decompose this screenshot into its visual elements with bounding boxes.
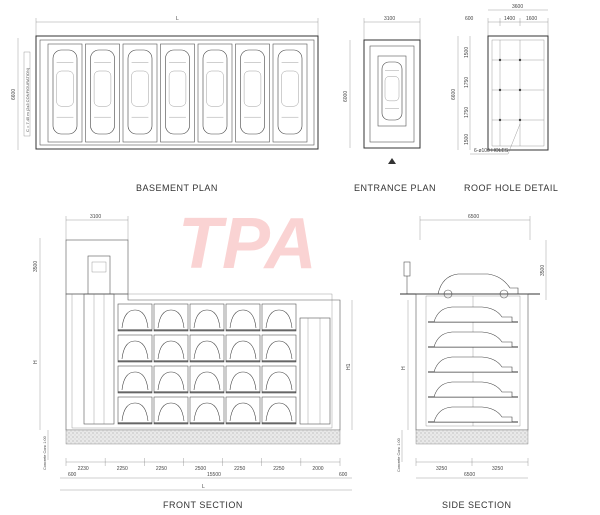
basement-bay — [122, 43, 158, 143]
roof-hole-note: 6-ø100 HOLES — [474, 148, 509, 154]
front-dim-bottom-label: Concrete Conc 1:00 — [43, 436, 47, 470]
side-car-level — [428, 306, 518, 323]
basement-side-note: C = 7.45 m (2x3 CONFIGURATION) — [25, 67, 30, 132]
rack-cell — [117, 365, 153, 394]
front-dim-right: H1 — [346, 363, 352, 370]
entrance-plan-title: ENTRANCE PLAN — [354, 183, 437, 193]
rack-cell — [225, 334, 261, 363]
roof-dim-side-3: 1750 — [464, 107, 470, 118]
rack-cell — [153, 303, 189, 332]
rack-cell — [225, 303, 261, 332]
roof-hole — [498, 88, 502, 92]
basement-car — [240, 49, 265, 135]
front-dim-left-top: 3500 — [33, 261, 39, 272]
basement-dim-top: L — [176, 16, 179, 22]
side-dim-row1-item: 3250 — [492, 466, 503, 472]
side-car-level — [428, 356, 518, 373]
rack-cell — [189, 334, 225, 363]
rack-cell — [261, 365, 297, 394]
rack-cell — [225, 396, 261, 425]
side-section: 6500 H 3500 Concrete Conc 1:00 3250 3250 6… — [397, 214, 547, 479]
roof-dim-side: 6600 — [451, 89, 457, 100]
rack-cell — [189, 303, 225, 332]
basement-car — [52, 49, 78, 135]
rack-cell — [117, 334, 153, 363]
roof-dim-part-1: 600 — [465, 16, 474, 22]
rack-cell — [153, 396, 189, 425]
basement-bay — [160, 43, 195, 143]
entrance-car — [381, 61, 403, 121]
basement-plan-title: BASEMENT PLAN — [136, 183, 218, 193]
rack-cell — [153, 334, 189, 363]
roof-hole — [498, 118, 502, 122]
front-dim-top: 3100 — [90, 214, 101, 220]
front-section: 3100 3500 H H1 Concrete Conc 1:00 2230 22… — [33, 214, 353, 491]
rack-cell — [261, 396, 297, 425]
front-dim-row1-item: 2230 — [78, 466, 89, 472]
side-dim-right-top: 3500 — [540, 265, 546, 276]
basement-bay — [235, 43, 270, 143]
basement-bay — [197, 43, 233, 143]
basement-car — [277, 49, 303, 135]
roof-hole-detail: 3600 600 1400 1600 6600 1500 1750 1750 1… — [451, 4, 549, 155]
roof-hole-detail-title: ROOF HOLE DETAIL — [464, 183, 559, 193]
roof-hole — [498, 58, 502, 62]
roof-dim-side-2: 1750 — [464, 77, 470, 88]
basement-dim-side: 6600 — [11, 89, 17, 100]
rack-cell — [261, 334, 297, 363]
entrance-plan: 3100 6000 — [343, 16, 421, 164]
front-dim-row2-item: 600 — [68, 472, 77, 478]
side-car-level — [428, 331, 518, 348]
entrance-dim-side: 6000 — [343, 91, 349, 102]
roof-dim-part-2: 1400 — [504, 16, 515, 22]
side-dim-total: 6500 — [464, 472, 475, 478]
side-dim-left: H — [401, 366, 407, 370]
front-dim-row1-item: 2250 — [234, 466, 245, 472]
rack-cell — [189, 365, 225, 394]
roof-dim-side-1: 1500 — [464, 47, 470, 58]
basement-bay — [85, 43, 120, 143]
roof-dim-top: 3600 — [512, 4, 523, 10]
basement-bay — [272, 43, 308, 143]
front-section-title: FRONT SECTION — [163, 500, 243, 510]
roof-hole — [518, 58, 522, 62]
side-dim-bottom-label: Concrete Conc 1:00 — [397, 438, 401, 472]
front-dim-total: L — [202, 484, 205, 490]
side-dim-row1-item: 3250 — [436, 466, 447, 472]
side-section-title: SIDE SECTION — [442, 500, 512, 510]
front-dim-row1-item: 2250 — [156, 466, 167, 472]
front-dim-row1-item: 2250 — [117, 466, 128, 472]
roof-hole — [518, 118, 522, 122]
rack-cell — [261, 303, 297, 332]
basement-bay — [47, 43, 83, 143]
basement-car — [90, 49, 115, 135]
basement-car — [127, 49, 153, 135]
front-dim-left-mid: H — [33, 360, 39, 364]
front-dim-row2-item: 15500 — [207, 472, 221, 478]
front-dim-row1-item: 2250 — [273, 466, 284, 472]
basement-car — [202, 49, 228, 135]
entrance-arrow-icon — [388, 158, 396, 164]
rack-cell — [117, 396, 153, 425]
rack-cell — [225, 365, 261, 394]
front-dim-row2-item: 600 — [339, 472, 348, 478]
rack-cell — [153, 365, 189, 394]
entrance-dim-top: 3100 — [384, 16, 395, 22]
side-car-level — [428, 381, 518, 398]
watermark-text: TPA — [178, 204, 317, 284]
rack-cell — [189, 396, 225, 425]
rack-cell — [117, 303, 153, 332]
side-car-level — [428, 406, 518, 423]
basement-car — [165, 49, 190, 135]
roof-dim-side-4: 1500 — [464, 134, 470, 145]
basement-plan: L 6600 C = 7.45 m (2x3 CONFIGURATION) — [11, 16, 319, 150]
roof-hole — [518, 88, 522, 92]
front-dim-row1-item: 2500 — [195, 466, 206, 472]
front-dim-row1-item: 2000 — [312, 466, 323, 472]
side-dim-top: 6500 — [468, 214, 479, 220]
roof-dim-part-3: 1600 — [526, 16, 537, 22]
